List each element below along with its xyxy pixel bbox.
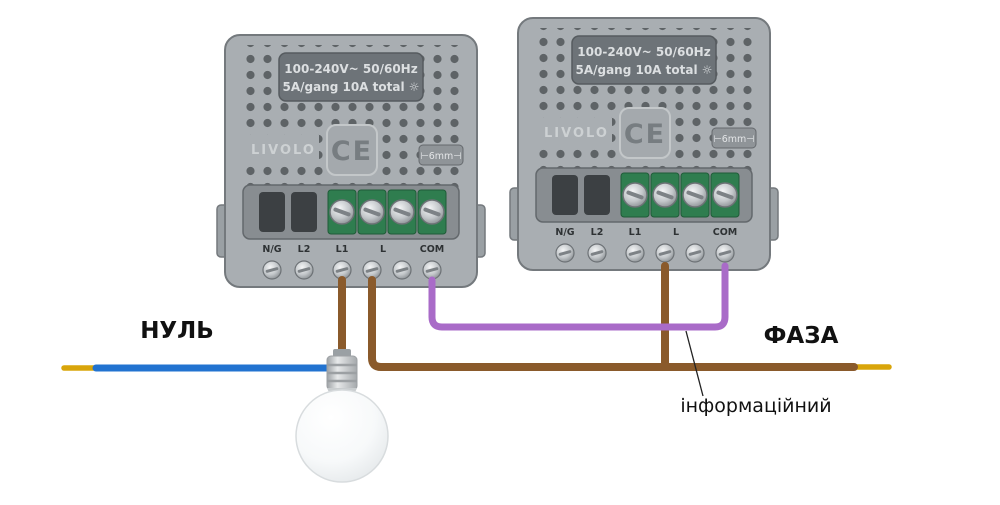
terminal-socket-ng	[552, 175, 578, 215]
label-l: L	[380, 244, 386, 255]
label-com: COM	[713, 227, 738, 238]
wire-gauge-label: ⊢6mm⊣	[711, 127, 757, 149]
terminal-screw	[682, 182, 708, 208]
terminal-socket-l2	[291, 192, 317, 232]
rating-plate: 100-240V~ 50/60Hz 5A/gang 10A total ☼	[571, 35, 717, 85]
switch-module-left: 100-240V~ 50/60Hz 5A/gang 10A total ☼ LI…	[216, 34, 486, 288]
terminal-screw	[359, 199, 385, 225]
brand-backplate	[245, 135, 319, 161]
brand-backplate	[538, 118, 612, 144]
terminal-socket-l2	[584, 175, 610, 215]
bulb-globe	[295, 389, 389, 483]
ce-text: CE	[331, 136, 373, 167]
terminal-screw	[622, 182, 648, 208]
label-l2: L2	[591, 227, 604, 238]
label-l: L	[673, 227, 679, 238]
gauge-text: ⊢6mm⊣	[420, 151, 461, 162]
phase-wire-main	[368, 276, 858, 371]
gauge-text: ⊢6mm⊣	[713, 134, 754, 145]
switch-module-right: 100-240V~ 50/60Hz 5A/gang 10A total ☼ LI…	[509, 17, 779, 271]
terminal-block	[535, 167, 753, 223]
label-l2: L2	[298, 244, 311, 255]
rating-line1: 100-240V~ 50/60Hz	[284, 62, 417, 76]
phase-label: ФАЗА	[764, 323, 839, 349]
ce-mark: CE	[326, 124, 378, 176]
ce-text: CE	[624, 119, 666, 150]
label-l1: L1	[629, 227, 642, 238]
annotation-pointer-line	[685, 330, 704, 397]
light-bulb	[295, 349, 389, 483]
rating-line2: 5A/gang 10A total ☼	[575, 63, 712, 77]
terminal-screw	[419, 199, 445, 225]
label-com: COM	[420, 244, 445, 255]
ce-mark: CE	[619, 107, 671, 159]
label-ng: N/G	[555, 227, 574, 238]
brand-logo: LIVOLO	[251, 143, 316, 158]
terminal-block	[242, 184, 460, 240]
info-wire-label: інформаційний	[680, 395, 831, 417]
neutral-label: НУЛЬ	[140, 318, 214, 344]
terminal-screw	[389, 199, 415, 225]
label-l1: L1	[336, 244, 349, 255]
terminal-screw	[712, 182, 738, 208]
rating-line1: 100-240V~ 50/60Hz	[577, 45, 710, 59]
terminal-socket-ng	[259, 192, 285, 232]
brand-logo: LIVOLO	[544, 126, 609, 141]
info-wire	[428, 262, 729, 331]
terminal-screw	[329, 199, 355, 225]
wire-gauge-label: ⊢6mm⊣	[418, 144, 464, 166]
terminal-labels: N/G L2 L1 L COM	[555, 227, 737, 238]
rating-plate: 100-240V~ 50/60Hz 5A/gang 10A total ☼	[278, 52, 424, 102]
label-ng: N/G	[262, 244, 281, 255]
terminal-screw	[652, 182, 678, 208]
rating-line2: 5A/gang 10A total ☼	[282, 80, 419, 94]
terminal-labels: N/G L2 L1 L COM	[262, 244, 444, 255]
